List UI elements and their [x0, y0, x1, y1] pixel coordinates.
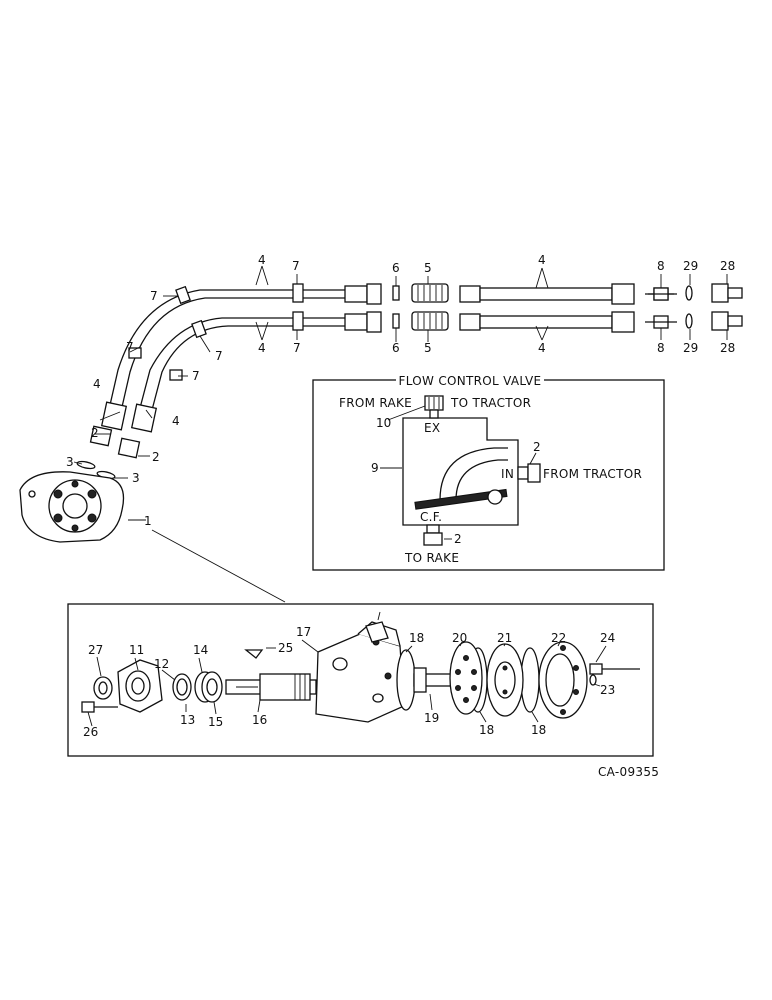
- callout-17: 17: [296, 625, 311, 639]
- callout-8: 8: [657, 259, 665, 273]
- callout-29: 29: [683, 259, 698, 273]
- callout-23: 23: [600, 683, 615, 697]
- callout-18: 18: [409, 631, 424, 645]
- callout-2: 2: [91, 426, 99, 440]
- callout-15: 15: [208, 715, 223, 729]
- callout-7: 7: [126, 340, 134, 354]
- callout-7: 7: [292, 259, 300, 273]
- callout-24: 24: [600, 631, 615, 645]
- hose-right: [459, 283, 635, 333]
- callout-11: 11: [129, 643, 144, 657]
- callout-12: 12: [154, 657, 169, 671]
- callout-10: 10: [376, 416, 391, 430]
- callout-4: 4: [538, 341, 546, 355]
- callout-6: 6: [392, 261, 400, 275]
- drawing-code: CA-09355: [598, 765, 659, 779]
- callout-5: 5: [424, 341, 432, 355]
- callout-4: 4: [258, 253, 266, 267]
- callout-4: 4: [172, 414, 180, 428]
- callout-leaders: [73, 265, 728, 479]
- leader-1: [128, 519, 286, 603]
- label-cf: C.F.: [420, 510, 442, 524]
- callout-2: 2: [533, 440, 541, 454]
- callout-3: 3: [66, 455, 74, 469]
- flow-control-title: FLOW CONTROL VALVE: [399, 374, 542, 388]
- callout-6: 6: [392, 341, 400, 355]
- callout-14: 14: [193, 643, 208, 657]
- callout-numbers: 4 7 7 7 7 7 4 7 4 4 6 6 5 5 4 4 8 8 29 2…: [66, 253, 735, 739]
- callout-7: 7: [192, 369, 200, 383]
- fittings-middle: [392, 283, 449, 331]
- callout-16: 16: [252, 713, 267, 727]
- callout-1: 1: [144, 514, 152, 528]
- callout-4: 4: [538, 253, 546, 267]
- label-in: IN: [501, 467, 514, 481]
- callout-9: 9: [371, 461, 379, 475]
- callout-28: 28: [720, 259, 735, 273]
- callout-18: 18: [531, 723, 546, 737]
- callout-22: 22: [551, 631, 566, 645]
- callout-8: 8: [657, 341, 665, 355]
- callout-28: 28: [720, 341, 735, 355]
- callout-7: 7: [215, 349, 223, 363]
- fittings-left: [76, 425, 141, 480]
- callout-18: 18: [479, 723, 494, 737]
- callout-29: 29: [683, 341, 698, 355]
- callout-13: 13: [180, 713, 195, 727]
- label-ex: EX: [424, 421, 440, 435]
- callout-27: 27: [88, 643, 103, 657]
- callout-25: 25: [278, 641, 293, 655]
- callout-20: 20: [452, 631, 467, 645]
- callout-26: 26: [83, 725, 98, 739]
- callout-3: 3: [132, 471, 140, 485]
- callout-2: 2: [152, 450, 160, 464]
- motor-flange: [19, 471, 125, 543]
- flow-control-valve-panel: FLOW CONTROL VALVE FROM RAKE TO TRACTOR …: [312, 372, 665, 571]
- hose-assembly: [100, 283, 382, 433]
- fittings-right: [645, 283, 743, 331]
- motor-exploded-panel: [67, 603, 654, 757]
- callout-7: 7: [150, 289, 158, 303]
- callout-4: 4: [93, 377, 101, 391]
- label-from-rake: FROM RAKE: [339, 396, 412, 410]
- label-from-tractor: FROM TRACTOR: [543, 467, 642, 481]
- callout-7: 7: [293, 341, 301, 355]
- callout-19: 19: [424, 711, 439, 725]
- label-to-tractor: TO TRACTOR: [450, 396, 531, 410]
- callout-4: 4: [258, 341, 266, 355]
- callout-21: 21: [497, 631, 512, 645]
- leader-10: [387, 405, 426, 421]
- callout-2: 2: [454, 532, 462, 546]
- callout-5: 5: [424, 261, 432, 275]
- label-to-rake: TO RAKE: [404, 551, 459, 565]
